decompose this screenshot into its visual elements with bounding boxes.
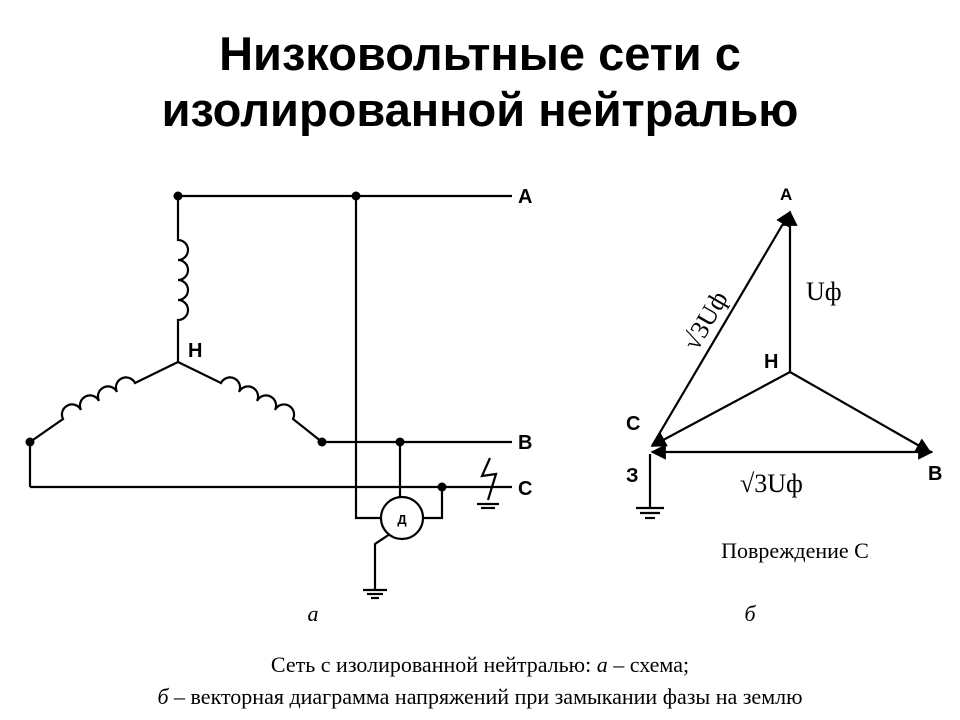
line-voltage-base-label: √3Uф [740, 469, 803, 498]
device-label: Д [397, 512, 407, 527]
caption-line-2-suffix: – векторная диаграмма напряжений при зам… [168, 684, 803, 709]
vector-sublabel: б [744, 601, 756, 626]
scheme-label-neutral: Н [188, 340, 202, 362]
vector-n-b [789, 371, 932, 453]
title-line-2: изолированной нейтралью [161, 83, 799, 136]
vector-label-a: A [780, 185, 792, 204]
device-wire-a [354, 196, 381, 520]
vector-c-a [651, 210, 791, 447]
vector-n-c [650, 371, 791, 447]
vector-label-b: B [928, 463, 942, 485]
device-ground-wire [373, 533, 391, 590]
caption-line-1-letter: а [596, 652, 608, 677]
node-b-start [317, 437, 327, 447]
node-c-device [437, 482, 447, 492]
scheme-label-c: C [518, 478, 532, 500]
scheme-label-b: B [518, 432, 532, 454]
node-a-start [173, 191, 183, 201]
fault-lightning-icon [480, 457, 498, 501]
node-c-left [25, 437, 35, 447]
node-a-device [351, 191, 361, 201]
winding-a [176, 196, 190, 362]
caption-line-1-suffix: – схема; [607, 652, 690, 677]
page-title: Низковольтные сети с изолированной нейтр… [0, 26, 960, 138]
device-wire-c [423, 487, 444, 520]
winding-c [29, 361, 179, 443]
vector-label-c: C [626, 413, 640, 435]
figure-caption-line-2: б – векторная диаграмма напряжений при з… [0, 684, 960, 710]
scheme-nodes [25, 191, 447, 492]
vector-label-ground: З [626, 465, 639, 487]
scheme-sublabel: а [308, 601, 319, 626]
phase-voltage-label: Uф [806, 277, 842, 306]
caption-line-1-prefix: Сеть с изолированной нейтралью: [270, 652, 597, 677]
figure-caption-line-1: Сеть с изолированной нейтралью: а – схем… [0, 652, 960, 678]
vector-diagram [636, 210, 934, 520]
scheme-label-a: A [518, 186, 532, 208]
caption-line-2-letter: б [157, 684, 169, 709]
title-line-1: Низковольтные сети с [219, 27, 741, 80]
scheme-a [28, 194, 512, 600]
vector-label-neutral: Н [764, 351, 778, 373]
winding-b [177, 361, 323, 443]
fault-label: Повреждение С [721, 538, 869, 563]
node-b-device [395, 437, 405, 447]
